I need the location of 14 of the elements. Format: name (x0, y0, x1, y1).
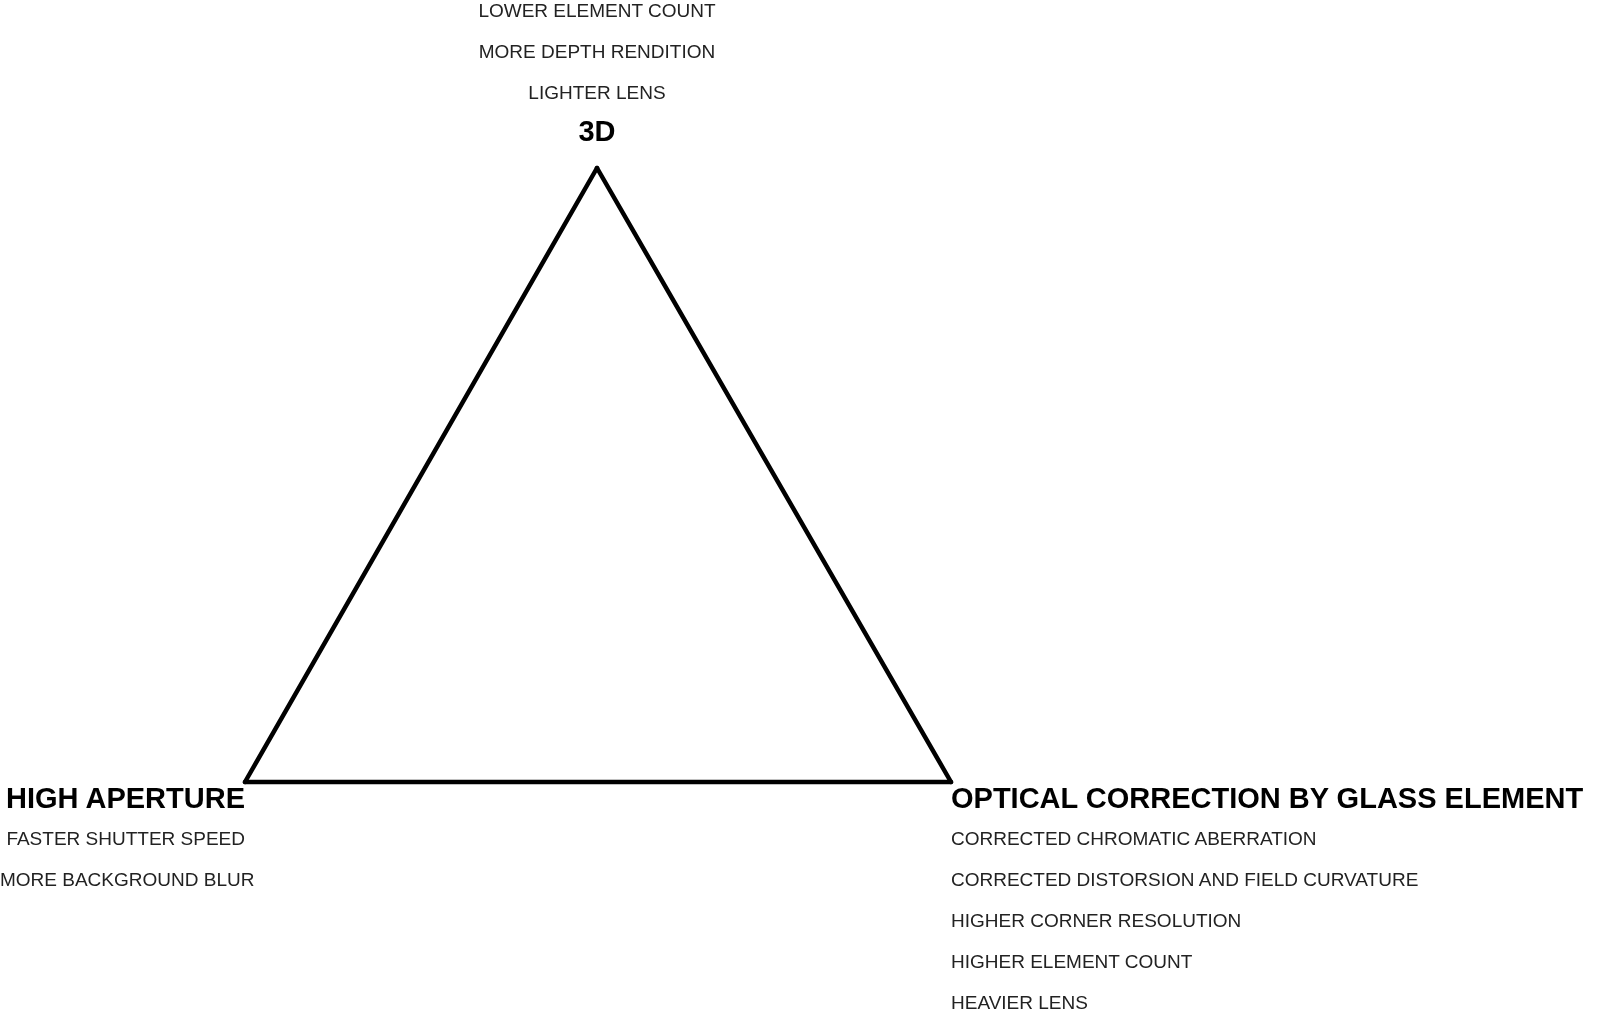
trait-text: FASTER SHUTTER SPEED (6, 828, 245, 850)
trait-text: MORE BACKGROUND BLUR (0, 869, 255, 891)
trait-text: HEAVIER LENS (951, 992, 1088, 1014)
trait-text: MORE DEPTH RENDITION (478, 41, 716, 63)
trait-text: CORRECTED CHROMATIC ABERRATION (951, 828, 1317, 850)
triangle-side (594, 165, 954, 785)
vertex-heading: OPTICAL CORRECTION BY GLASS ELEMENT (951, 782, 1584, 814)
trait-text: HIGHER ELEMENT COUNT (951, 951, 1193, 973)
trait-text: LOWER ELEMENT COUNT (478, 0, 716, 22)
trait-text: HIGHER CORNER RESOLUTION (951, 910, 1242, 932)
vertex-heading: HIGH APERTURE (6, 782, 245, 814)
trait-text: CORRECTED DISTORSION AND FIELD CURVATURE (951, 869, 1419, 891)
trait-text: LIGHTER LENS (528, 82, 666, 104)
vertex-heading: 3D (578, 115, 616, 147)
